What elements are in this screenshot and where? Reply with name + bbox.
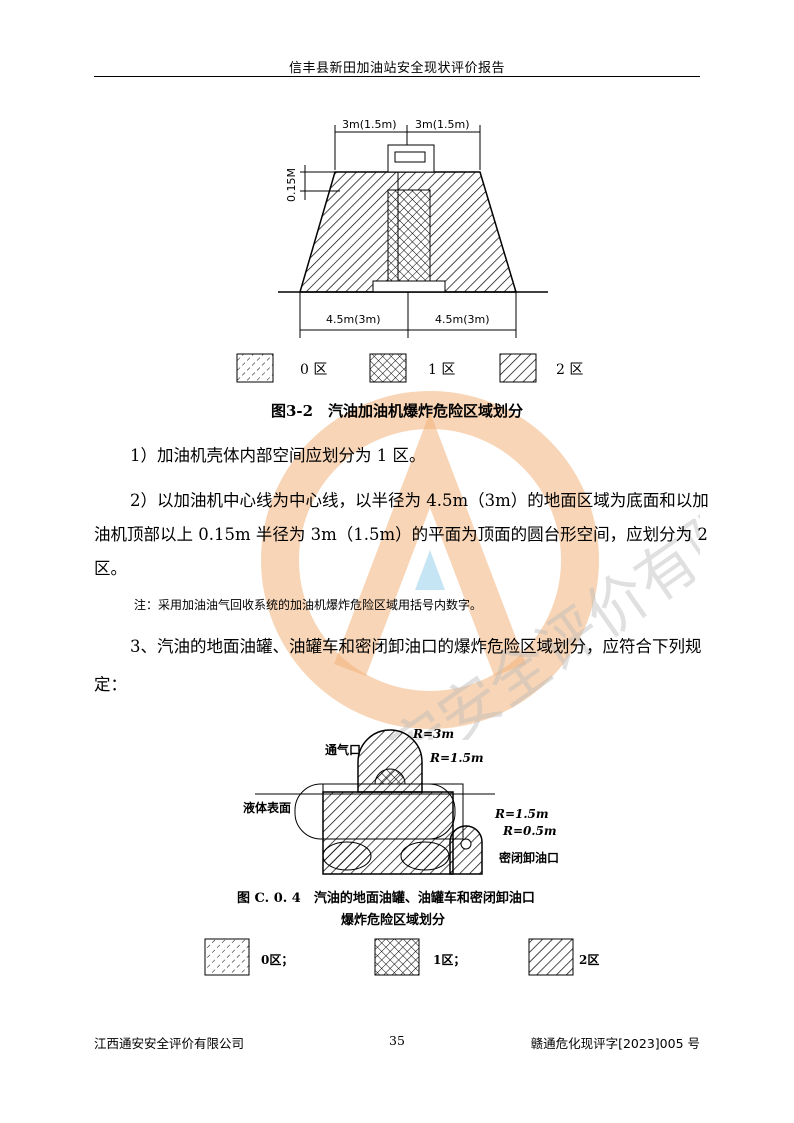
label-r15a: R=1.5m	[429, 751, 484, 765]
header-rule	[94, 76, 700, 77]
figure-tank-zones: 通气口 R=3m R=1.5m 液体表面 R=1.5m R=0.5m 密闭卸油口…	[204, 727, 599, 976]
legend2-zone0-label: 0区；	[261, 953, 293, 967]
footer-doc-number: 赣通危化现评字[2023]005 号	[530, 1036, 700, 1051]
dim-height: 0.15M	[285, 168, 298, 202]
label-r15b: R=1.5m	[494, 807, 549, 821]
label-vent: 通气口	[325, 742, 361, 757]
label-unload: 密闭卸油口	[499, 850, 559, 865]
figure2-caption-line1: 图 C. 0. 4 汽油的地面油罐、油罐车和密闭卸油口	[237, 890, 535, 906]
dim-top-right: 3m(1.5m)	[415, 118, 470, 131]
footer-page-number: 35	[389, 1033, 405, 1048]
legend-zone2-swatch	[499, 353, 537, 383]
legend-zone1-swatch	[369, 353, 407, 383]
legend-zone2-label: 2 区	[556, 362, 583, 378]
legend2-zone1-swatch	[374, 938, 420, 976]
dim-bottom-right: 4.5m(3m)	[435, 313, 490, 326]
label-liquid: 液体表面	[243, 800, 291, 815]
legend2-zone2-swatch	[528, 938, 574, 976]
figure2-caption-line2: 爆炸危险区域划分	[341, 912, 445, 928]
paragraph-2: 2）以加油机中心线为中心线，以半径为 4.5m（3m）的地面区域为底面和以加油机…	[94, 491, 709, 578]
legend2-zone1-label: 1区；	[433, 953, 465, 967]
figure1-caption: 图3-2 汽油加油机爆炸危险区域划分	[270, 402, 524, 420]
legend2-zone2-label: 2区	[579, 953, 599, 967]
label-r3: R=3m	[412, 727, 454, 741]
legend-zone0-label: 0 区	[300, 362, 327, 378]
dim-bottom-left: 4.5m(3m)	[326, 313, 381, 326]
note: 注：采用加油油气回收系统的加油机爆炸危险区域用括号内数字。	[134, 598, 483, 612]
dim-top-left: 3m(1.5m)	[342, 118, 397, 131]
legend2-zone0-swatch	[204, 938, 250, 976]
legend-zone1-label: 1 区	[428, 362, 455, 378]
legend-zone0-swatch	[236, 353, 274, 383]
figure-dispenser-zones: 3m(1.5m) 3m(1.5m) 0.15M 4.5m(3m) 4.5m(3m…	[236, 118, 583, 383]
paragraph-3: 3、汽油的地面油罐、油罐车和密闭卸油口的爆炸危险区域划分，应符合下列规定：	[94, 637, 702, 694]
page-header: 信丰县新田加油站安全现状评价报告	[288, 61, 505, 76]
label-r05: R=0.5m	[502, 824, 557, 838]
footer-company: 江西通安安全评价有限公司	[94, 1036, 245, 1051]
paragraph-1: 1）加油机壳体内部空间应划分为 1 区。	[130, 446, 426, 465]
